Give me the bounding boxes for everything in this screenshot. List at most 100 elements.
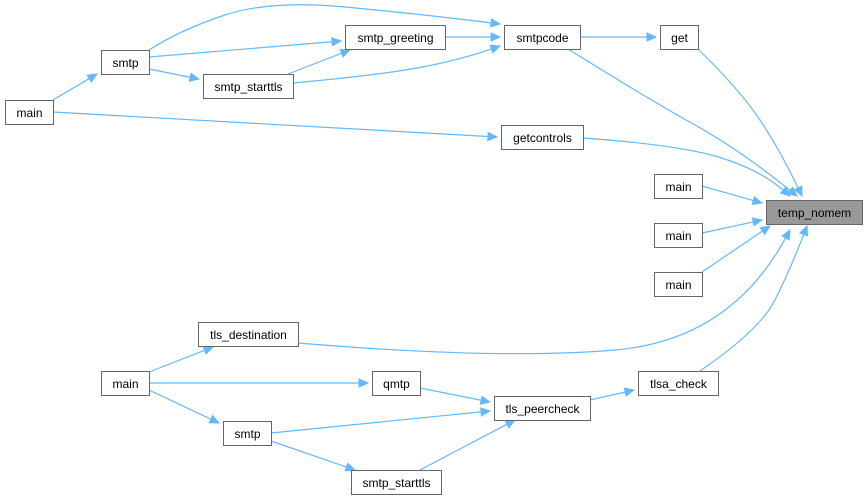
node-box — [654, 223, 703, 248]
node-main-a[interactable]: main — [5, 100, 54, 125]
node-label: get — [671, 31, 688, 45]
edge-line — [589, 391, 626, 401]
edge-main_e-to-tls_destination — [148, 346, 215, 373]
node-main-b[interactable]: main — [654, 174, 703, 199]
node-tlsa-check[interactable]: tlsa_check — [638, 371, 719, 396]
node-box — [101, 50, 150, 75]
edge-smtpcode-to-temp_nomem — [567, 48, 798, 197]
node-main-d[interactable]: main — [654, 272, 703, 297]
node-smtp-starttls-a[interactable]: smtp_starttls — [203, 74, 294, 99]
arrowhead — [339, 48, 352, 58]
node-main-c[interactable]: main — [654, 223, 703, 248]
node-box — [504, 25, 581, 50]
node-get[interactable]: get — [660, 25, 699, 50]
arrowhead — [208, 414, 221, 424]
node-tls-peercheck[interactable]: tls_peercheck — [494, 396, 591, 421]
edge-smtp_a-to-smtp_greeting — [148, 37, 343, 58]
edge-line — [419, 387, 482, 401]
node-label: tls_peercheck — [505, 402, 580, 416]
edge-line — [567, 48, 791, 191]
arrowhead — [331, 37, 343, 47]
node-getcontrols[interactable]: getcontrols — [501, 125, 584, 150]
node-main-e[interactable]: main — [101, 371, 150, 396]
arrowhead — [188, 72, 201, 82]
edge-line — [52, 78, 90, 101]
edge-main_a-to-getcontrols — [52, 111, 499, 142]
edge-smtp_starttls_a-to-smtpcode — [292, 44, 502, 84]
arrowhead — [786, 186, 798, 197]
edge-line — [148, 68, 191, 78]
node-label: main — [665, 229, 691, 243]
arrowhead — [751, 217, 764, 227]
node-label: tlsa_check — [650, 377, 708, 391]
edge-getcontrols-to-temp_nomem — [582, 137, 791, 197]
edge-line — [699, 234, 805, 372]
node-box — [203, 74, 294, 99]
edge-smtpcode-to-get — [580, 32, 658, 42]
node-label: main — [112, 377, 138, 391]
edge-smtp_b-to-tls_peercheck — [270, 407, 492, 434]
arrowhead — [504, 419, 517, 429]
arrowhead — [779, 186, 791, 197]
arrowhead — [781, 228, 791, 241]
edge-main_e-to-qmtp — [149, 378, 370, 388]
node-label: main — [665, 180, 691, 194]
edge-main_c-to-temp_nomem — [701, 217, 764, 234]
arrowhead — [479, 395, 492, 405]
arrowhead — [646, 32, 658, 42]
edge-tls_peercheck-to-tlsa_check — [589, 387, 636, 401]
edge-line — [292, 48, 492, 84]
edge-line — [701, 185, 754, 202]
arrowhead — [202, 346, 215, 355]
edge-line — [582, 137, 784, 191]
node-box — [654, 272, 703, 297]
node-box — [501, 125, 584, 150]
node-label: tls_destination — [210, 328, 287, 342]
node-temp-nomem[interactable]: temp_nomem — [766, 200, 863, 225]
node-box — [660, 25, 699, 50]
node-smtp-a[interactable]: smtp — [101, 50, 150, 75]
edge-line — [270, 440, 347, 468]
node-label: smtp — [112, 56, 138, 70]
edge-smtp_b-to-smtp_starttls_b — [270, 440, 357, 472]
node-box — [198, 322, 299, 347]
edge-tls_destination-to-temp_nomem — [297, 228, 791, 355]
arrowhead — [489, 18, 502, 28]
node-box — [654, 174, 703, 199]
arrowhead — [490, 32, 502, 42]
arrowhead — [344, 462, 357, 472]
arrowhead — [623, 387, 636, 397]
edge-main_e-to-smtp_b — [148, 389, 221, 424]
edge-tlsa_check-to-temp_nomem — [699, 224, 809, 372]
node-label: smtpcode — [516, 31, 568, 45]
node-smtp-b[interactable]: smtp — [223, 421, 272, 446]
node-label: getcontrols — [513, 131, 572, 145]
edge-line — [148, 41, 333, 58]
node-box — [766, 200, 863, 225]
edge-smtp_starttls_a-to-smtp_greeting — [287, 48, 352, 75]
node-box — [223, 421, 272, 446]
node-qmtp[interactable]: qmtp — [372, 371, 421, 396]
node-smtpcode[interactable]: smtpcode — [504, 25, 581, 50]
node-box — [5, 100, 54, 125]
edge-line — [148, 4, 492, 51]
edge-get-to-temp_nomem — [697, 48, 803, 198]
node-box — [372, 371, 421, 396]
node-box — [351, 470, 442, 495]
edge-smtp_greeting-to-smtpcode — [445, 32, 502, 42]
node-label: main — [16, 106, 42, 120]
node-box — [494, 396, 591, 421]
edge-line — [52, 111, 489, 138]
edge-main_a-to-smtp_a — [52, 73, 99, 101]
arrowhead — [487, 131, 499, 142]
node-tls-destination[interactable]: tls_destination — [198, 322, 299, 347]
edge-line — [701, 230, 763, 273]
node-label: smtp_starttls — [362, 476, 430, 490]
node-box — [101, 371, 150, 396]
node-smtp-greeting[interactable]: smtp_greeting — [345, 25, 446, 50]
node-label: smtp_starttls — [214, 80, 282, 94]
nodes-layer: main smtp smtp_greeting smtp_starttls smtpco… — [5, 25, 863, 495]
edge-smtp_a-to-smtp_starttls_a — [148, 68, 201, 82]
node-smtp-starttls-b[interactable]: smtp_starttls — [351, 470, 442, 495]
edge-line — [297, 237, 787, 355]
